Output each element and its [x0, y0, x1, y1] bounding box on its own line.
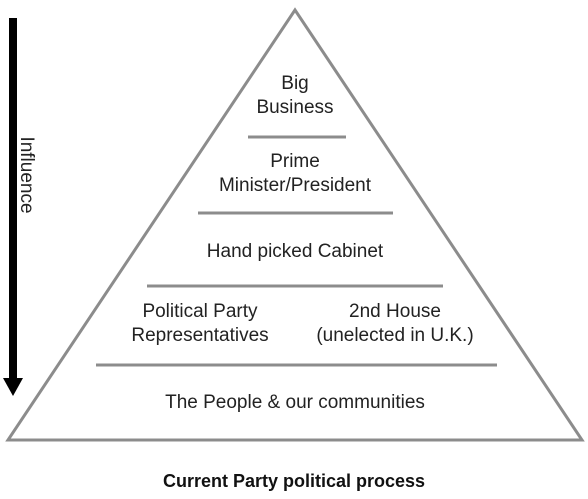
tier-cabinet: Hand picked Cabinet: [206, 241, 384, 262]
tier-second-house-line-2: (unelected in U.K.): [316, 325, 474, 346]
tier-big-business: Big Business: [245, 72, 345, 120]
influence-label: Influence: [16, 136, 37, 214]
tier-big-business-line-2: Business: [256, 97, 334, 118]
tier-party-representatives: Political Party Representatives: [110, 300, 290, 348]
tier-second-house: 2nd House (unelected in U.K.): [295, 300, 495, 348]
tier-prime-minister: Prime Minister/President: [190, 150, 400, 198]
tier-second-house-line-1: 2nd House: [349, 301, 441, 322]
pyramid-outline: [5, 7, 585, 442]
tier-big-business-line-1: Big: [281, 73, 309, 94]
influence-arrow-shaft: [9, 18, 17, 380]
influence-arrow-head: [3, 378, 23, 396]
tier-prime-minister-line-2: Minister/President: [218, 175, 372, 196]
tier-party-representatives-line-1: Political Party: [142, 301, 258, 322]
tier-the-people: The People & our communities: [165, 392, 425, 413]
diagram-caption: Current Party political process: [162, 471, 426, 491]
tier-party-representatives-line-2: Representatives: [131, 325, 269, 346]
tier-prime-minister-line-1: Prime: [270, 151, 320, 172]
